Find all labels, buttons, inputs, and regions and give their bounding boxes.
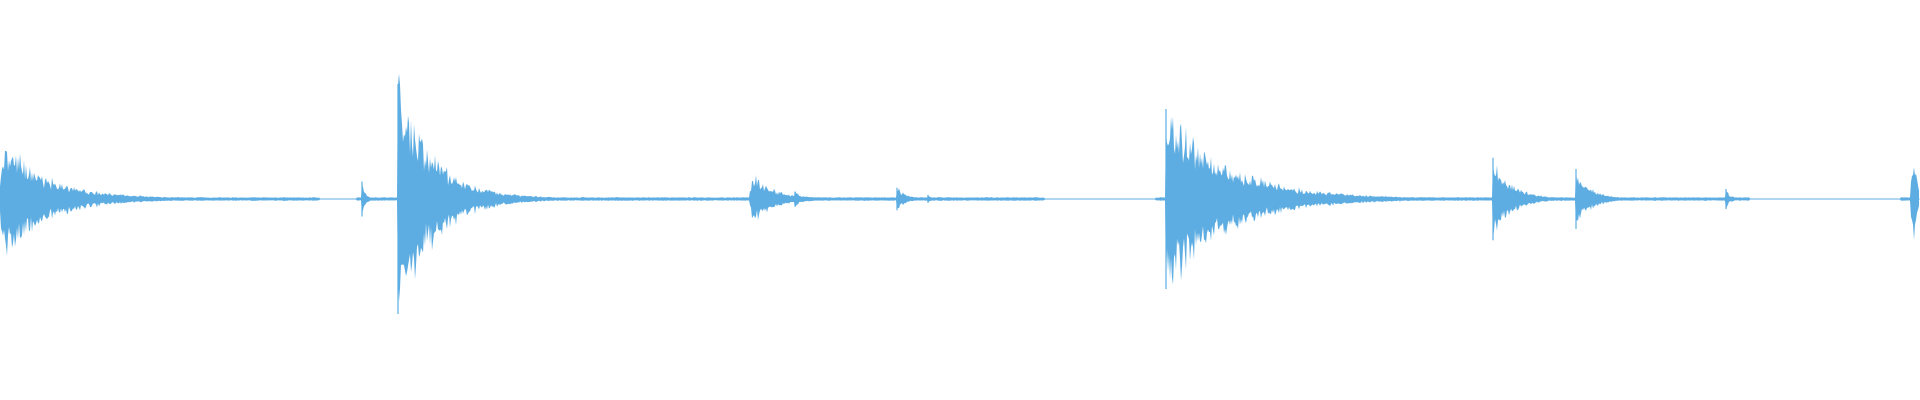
waveform-path xyxy=(0,73,1919,302)
